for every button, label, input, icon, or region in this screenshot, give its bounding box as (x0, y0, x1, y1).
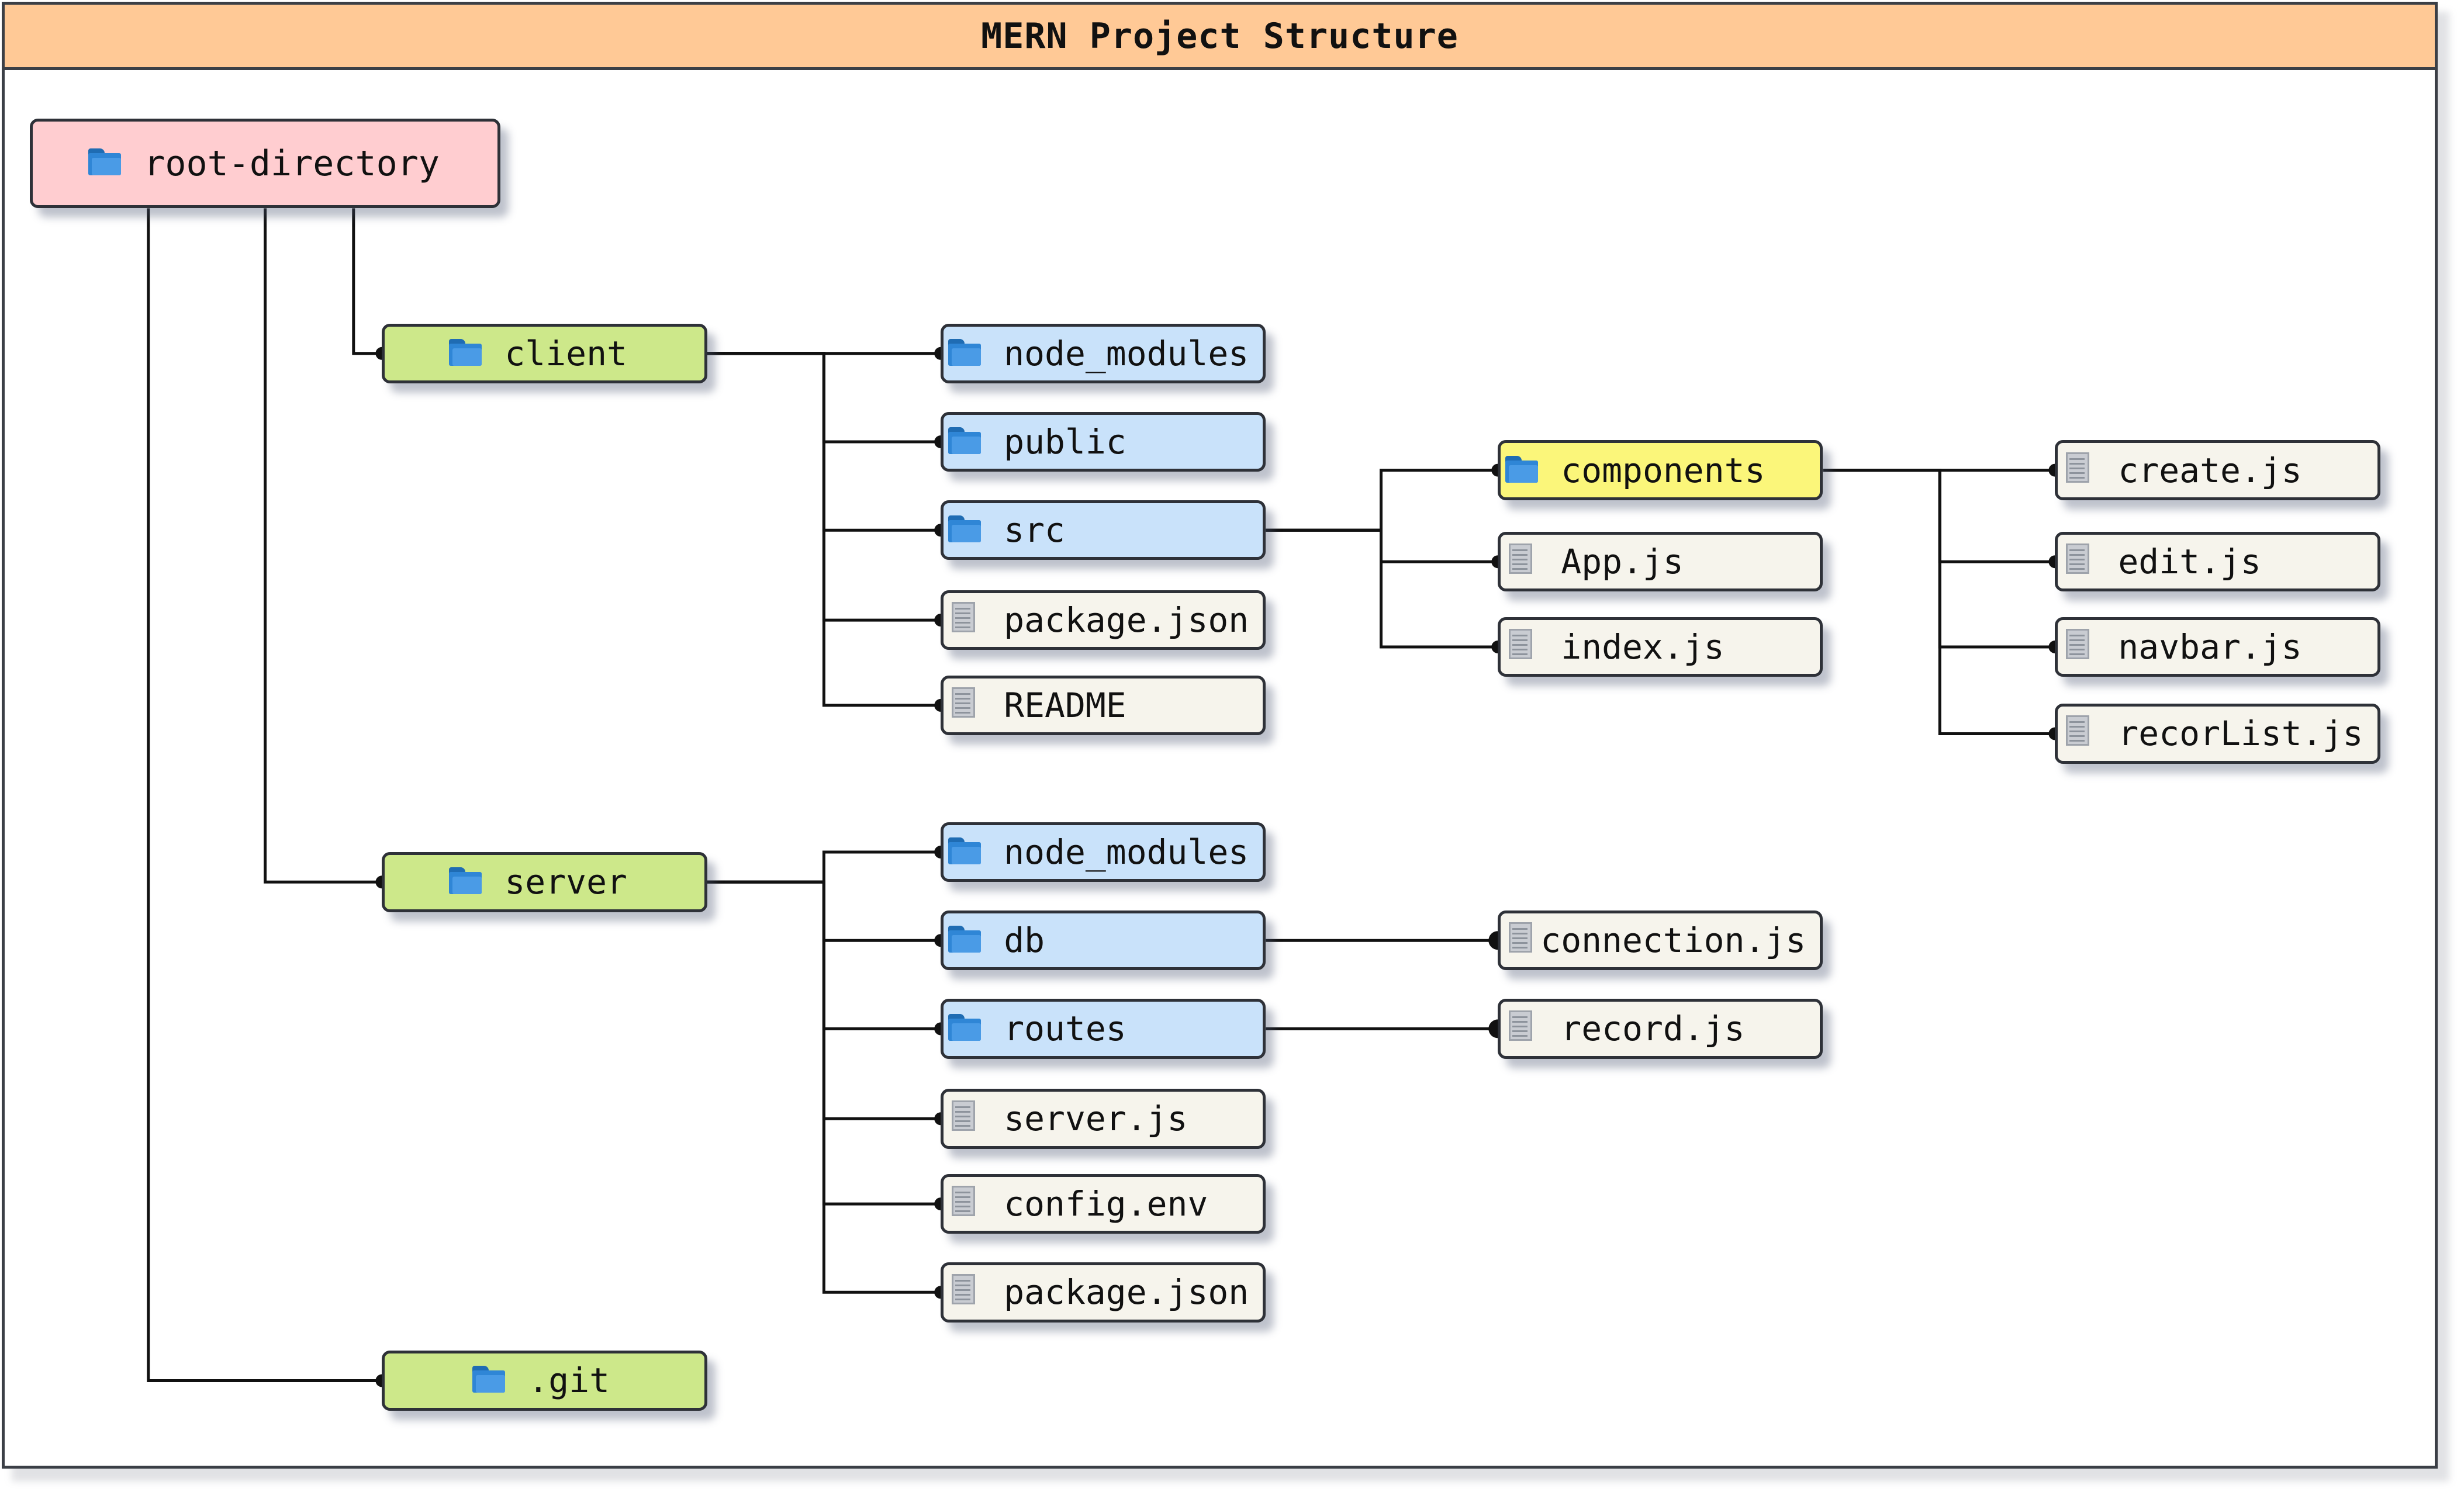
node-connection-js[interactable]: connection.js (1498, 910, 1823, 971)
connector-line (707, 880, 941, 1294)
node-label: edit.js (2118, 542, 2261, 582)
file-icon (948, 1100, 981, 1131)
node-label: public (1004, 421, 1126, 462)
file-icon (948, 1274, 981, 1305)
folder-icon (948, 515, 982, 543)
node-server-routes[interactable]: routes (941, 999, 1266, 1059)
node-components[interactable]: components (1498, 440, 1823, 500)
node-server-package-json[interactable]: package.json (941, 1262, 1266, 1323)
node-edit-js[interactable]: edit.js (2055, 531, 2380, 592)
file-icon (1505, 628, 1538, 659)
folder-icon (948, 338, 982, 366)
file-icon (1505, 922, 1538, 953)
folder-icon (449, 338, 482, 366)
node-label: index.js (1561, 626, 1725, 667)
node-index-js[interactable]: index.js (1498, 617, 1823, 677)
node-record-js[interactable]: record.js (1498, 999, 1823, 1059)
connector-line (1823, 469, 2055, 735)
node-label: README (1004, 685, 1126, 725)
file-icon (1505, 1010, 1538, 1041)
file-icon (948, 602, 981, 633)
node-label: navbar.js (2118, 626, 2302, 667)
file-icon (2062, 543, 2095, 574)
node-server-db[interactable]: db (941, 910, 1266, 971)
node-label: node_modules (1004, 333, 1249, 373)
node-server-js[interactable]: server.js (941, 1089, 1266, 1149)
node-label: db (1004, 920, 1045, 961)
node-recorlist-js[interactable]: recorList.js (2055, 704, 2380, 764)
connector-line (707, 352, 941, 707)
node-label: connection.js (1540, 920, 1806, 961)
node-server[interactable]: server (382, 852, 707, 912)
node-git[interactable]: .git (382, 1351, 707, 1411)
file-icon (2062, 452, 2095, 483)
connector-line (707, 850, 941, 884)
node-label: record.js (1561, 1009, 1745, 1049)
node-label: server.js (1004, 1099, 1188, 1139)
file-icon (2062, 628, 2095, 659)
connector-line (264, 208, 382, 884)
connector-line (1266, 469, 1498, 532)
connector-line (1266, 528, 1498, 649)
folder-icon (948, 427, 982, 454)
node-label: .git (528, 1360, 610, 1401)
connector-line (352, 208, 382, 355)
node-label: components (1561, 450, 1765, 490)
node-label: routes (1004, 1009, 1126, 1049)
file-icon (948, 687, 981, 718)
node-label: App.js (1561, 542, 1684, 582)
title-bar: MERN Project Structure (2, 2, 2438, 70)
node-label: package.json (1004, 600, 1249, 641)
folder-icon (449, 867, 482, 895)
node-config-env[interactable]: config.env (941, 1173, 1266, 1234)
file-icon (1505, 543, 1538, 574)
folder-icon (1505, 455, 1539, 483)
node-client-readme[interactable]: README (941, 675, 1266, 736)
node-label: root-directory (144, 143, 440, 185)
node-create-js[interactable]: create.js (2055, 440, 2380, 500)
folder-icon (472, 1366, 506, 1393)
folder-icon (88, 148, 122, 176)
node-client-src[interactable]: src (941, 500, 1266, 560)
node-label: client (504, 333, 627, 373)
node-root-directory[interactable]: root-directory (30, 118, 500, 209)
node-app-js[interactable]: App.js (1498, 531, 1823, 592)
folder-icon (948, 926, 982, 953)
folder-icon (948, 837, 982, 864)
folder-icon (948, 1014, 982, 1041)
node-label: config.env (1004, 1184, 1208, 1224)
file-icon (2062, 715, 2095, 746)
node-client-package-json[interactable]: package.json (941, 590, 1266, 650)
node-label: node_modules (1004, 832, 1249, 872)
node-label: recorList.js (2118, 714, 2363, 754)
node-server-node-modules[interactable]: node_modules (941, 822, 1266, 882)
node-label: src (1004, 510, 1065, 551)
connector-line (147, 208, 382, 1382)
node-client-node-modules[interactable]: node_modules (941, 323, 1266, 384)
node-label: server (504, 862, 627, 902)
node-client[interactable]: client (382, 323, 707, 384)
node-client-public[interactable]: public (941, 411, 1266, 472)
node-navbar-js[interactable]: navbar.js (2055, 617, 2380, 677)
node-label: package.json (1004, 1272, 1249, 1313)
diagram-title: MERN Project Structure (981, 15, 1459, 57)
node-label: create.js (2118, 450, 2302, 490)
file-icon (948, 1186, 981, 1217)
